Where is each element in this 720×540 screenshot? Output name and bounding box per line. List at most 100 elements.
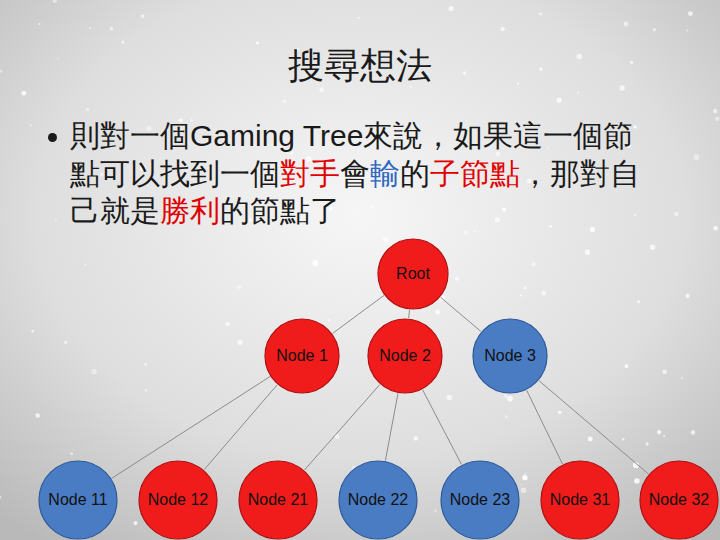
tree-node: Node 32 — [639, 460, 719, 540]
snowflake — [328, 319, 330, 321]
node-circle — [139, 461, 217, 539]
node-label: Node 32 — [649, 490, 710, 509]
snowflake — [237, 340, 242, 345]
snowflake — [282, 99, 286, 103]
node-circle — [541, 461, 619, 539]
node-label: Node 21 — [248, 490, 309, 509]
snowflake — [693, 154, 699, 160]
tree-edge — [440, 297, 480, 331]
snowflake — [637, 300, 640, 303]
snowflake — [0, 496, 1, 499]
bullet-segment: 輸 — [370, 157, 400, 190]
tree-node: Root — [377, 238, 449, 310]
snowflake — [619, 85, 624, 90]
node-label: Node 22 — [348, 490, 409, 509]
snowflake — [464, 231, 468, 235]
snowflake — [715, 117, 719, 121]
tree-node: Node 12 — [138, 460, 218, 540]
tree-node: Node 1 — [264, 318, 340, 394]
node-circle — [473, 319, 547, 393]
node-circle — [378, 239, 448, 309]
tree-edge — [539, 381, 649, 474]
snowflake — [634, 478, 639, 483]
snowflake — [688, 11, 693, 16]
snowflake — [383, 237, 388, 242]
snowflake — [663, 435, 665, 437]
snowflake — [539, 13, 542, 16]
tree-edge — [204, 385, 277, 470]
snowflake — [634, 214, 637, 217]
snowflake — [144, 363, 147, 366]
slide-title: 搜尋想法 — [0, 44, 720, 87]
node-label: Root — [396, 264, 430, 283]
tree-edge — [527, 390, 563, 464]
tree-node: Node 31 — [540, 460, 620, 540]
snowflake — [31, 330, 34, 333]
snowflake — [358, 17, 360, 19]
snowflake — [21, 91, 26, 96]
snowflake — [84, 263, 86, 265]
snowflake — [577, 54, 583, 60]
tree-edge — [333, 295, 384, 333]
snowflake — [681, 377, 683, 379]
snowflake — [53, 0, 57, 3]
tree-node: Node 2 — [367, 318, 443, 394]
snowflake — [650, 245, 655, 250]
snowflake — [463, 71, 467, 75]
snowflake — [226, 322, 230, 326]
bullet-segment: 勝利 — [160, 194, 220, 227]
tree-node: Node 11 — [38, 460, 118, 540]
snowflake — [539, 68, 542, 71]
snowflake — [541, 291, 546, 296]
snowflake — [624, 22, 629, 27]
snowflake — [256, 41, 259, 44]
snowflake — [237, 285, 241, 289]
node-label: Node 23 — [450, 490, 511, 509]
tree-node: Node 22 — [338, 460, 418, 540]
tree-node: Node 23 — [440, 460, 520, 540]
snowflake — [524, 286, 527, 289]
snowflake — [557, 98, 562, 103]
snowflake — [495, 217, 500, 222]
snowflake — [653, 28, 656, 31]
snowflake — [686, 30, 688, 32]
tree-edge — [385, 393, 398, 460]
snowflake — [29, 124, 31, 126]
tree-node: Node 21 — [238, 460, 318, 540]
snowflake — [625, 364, 629, 368]
snowflake — [57, 57, 59, 59]
snowflake — [686, 294, 690, 298]
node-label: Node 2 — [379, 346, 431, 365]
snowflake — [414, 436, 418, 440]
snowflake — [500, 27, 505, 32]
tree-edge — [304, 385, 379, 471]
snowflake — [504, 394, 508, 398]
snowflake — [502, 207, 506, 211]
snowflake — [371, 205, 375, 209]
snowflake — [524, 473, 526, 475]
snowflake — [449, 6, 454, 11]
node-label: Node 11 — [48, 490, 107, 509]
snowflake — [549, 225, 552, 228]
snowflake — [319, 87, 324, 92]
tree-edge — [408, 310, 410, 318]
snowflake — [35, 413, 40, 418]
snowflake — [145, 389, 148, 392]
snowflake — [505, 415, 508, 418]
snowflake — [522, 475, 527, 480]
snowflake — [0, 70, 3, 73]
snowflake — [531, 262, 536, 267]
snowflake — [691, 430, 696, 435]
bullet-segment: 會 — [340, 157, 370, 190]
snowflake — [633, 125, 636, 128]
snowflake — [633, 462, 639, 468]
node-circle — [265, 319, 339, 393]
node-circle — [640, 461, 718, 539]
snowflake — [630, 61, 633, 64]
snowflake — [517, 82, 519, 84]
snowflake — [312, 260, 318, 266]
node-circle — [368, 319, 442, 393]
snowflake — [141, 14, 145, 18]
snowflake — [674, 212, 679, 217]
